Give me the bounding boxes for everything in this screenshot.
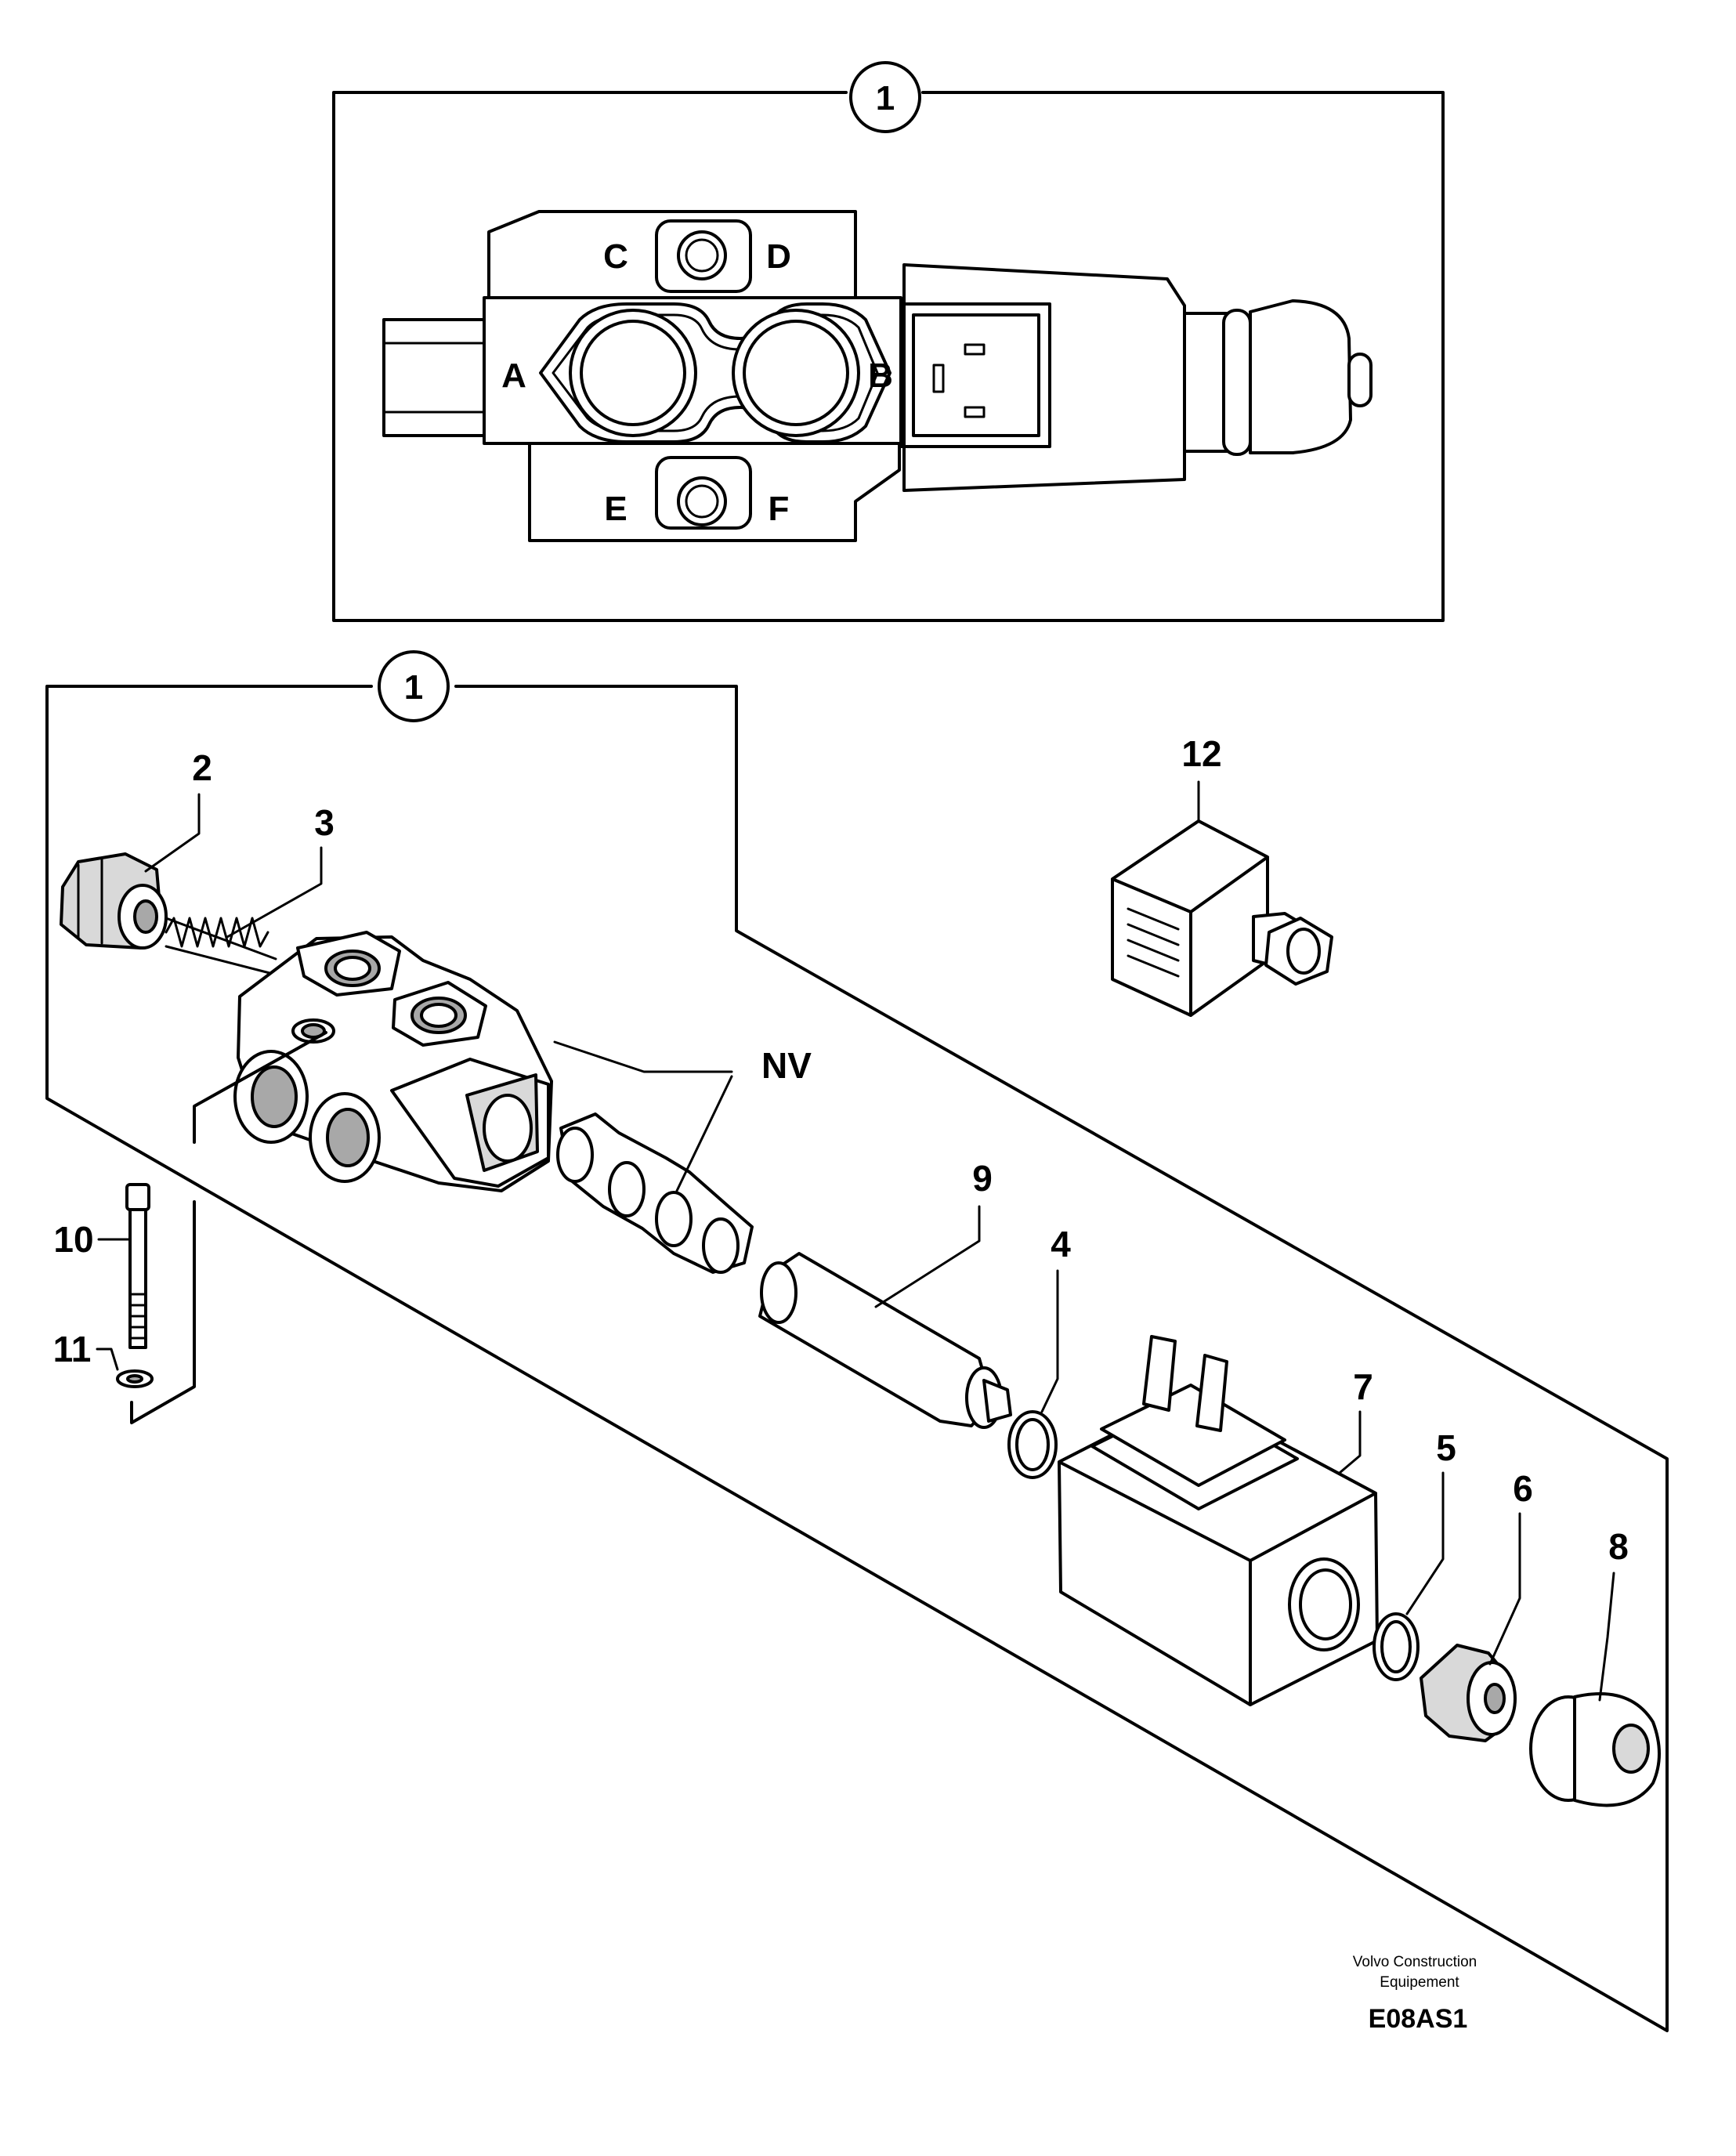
part-9-tube: 9 xyxy=(758,1158,1012,1429)
callout-6: 6 xyxy=(1513,1468,1533,1509)
callout-1-bottom: 1 xyxy=(404,668,423,707)
port-label-f: F xyxy=(769,490,790,528)
bolt-head xyxy=(125,1183,150,1211)
callout-9: 9 xyxy=(972,1158,993,1199)
callout-12: 12 xyxy=(1181,733,1221,774)
part-6-nut: 6 xyxy=(1420,1468,1533,1742)
valve-body: NV xyxy=(233,931,812,1192)
callout-8: 8 xyxy=(1608,1526,1629,1567)
valve-spool xyxy=(556,1075,754,1274)
bolt-shank xyxy=(128,1208,147,1349)
part-12-connector: 12 xyxy=(1111,733,1333,1017)
callout-5: 5 xyxy=(1436,1427,1456,1468)
port-b-bore xyxy=(743,320,849,426)
part-10-11-bolt-washer: 10 11 xyxy=(53,1031,327,1424)
callout-7: 7 xyxy=(1353,1366,1373,1407)
part-7-coil: 7 xyxy=(1058,1335,1379,1706)
override-cap xyxy=(1249,299,1352,454)
top-view-frame: 1 xyxy=(332,61,1445,622)
port-label-e: E xyxy=(604,490,627,528)
callout-10: 10 xyxy=(53,1219,93,1260)
part-4-o-ring: 4 xyxy=(1007,1224,1071,1479)
drawing-footer: Volvo Construction Equipement E08AS1 xyxy=(1353,1954,1477,2034)
valve-top-view: C D A B E F xyxy=(382,210,1373,542)
drawing-code: E08AS1 xyxy=(1369,2004,1468,2034)
callout-1-top: 1 xyxy=(876,79,895,118)
callout-2: 2 xyxy=(192,747,212,788)
callout-3: 3 xyxy=(314,802,335,843)
port-label-a: A xyxy=(501,356,526,395)
port-a-bore xyxy=(580,320,686,426)
part-2-cap-nut: 2 xyxy=(60,747,212,950)
part-3-spring: 3 xyxy=(165,802,335,976)
part-5-o-ring: 5 xyxy=(1373,1427,1456,1681)
callout-nv: NV xyxy=(761,1045,812,1086)
port-label-b: B xyxy=(868,356,893,395)
callout-4: 4 xyxy=(1051,1224,1071,1264)
callout-11: 11 xyxy=(53,1329,92,1369)
exploded-view-frame: 1 xyxy=(45,650,1669,2032)
port-label-d: D xyxy=(766,237,791,276)
part-8-cap: 8 xyxy=(1529,1526,1661,1807)
callout-circle-bottom xyxy=(378,650,450,722)
publisher-line-1: Volvo Construction xyxy=(1353,1954,1477,1970)
valve-left-stub xyxy=(382,318,489,437)
publisher-line-2: Equipement xyxy=(1380,1974,1459,1991)
port-label-c: C xyxy=(603,237,628,276)
callout-circle-top xyxy=(849,61,921,133)
